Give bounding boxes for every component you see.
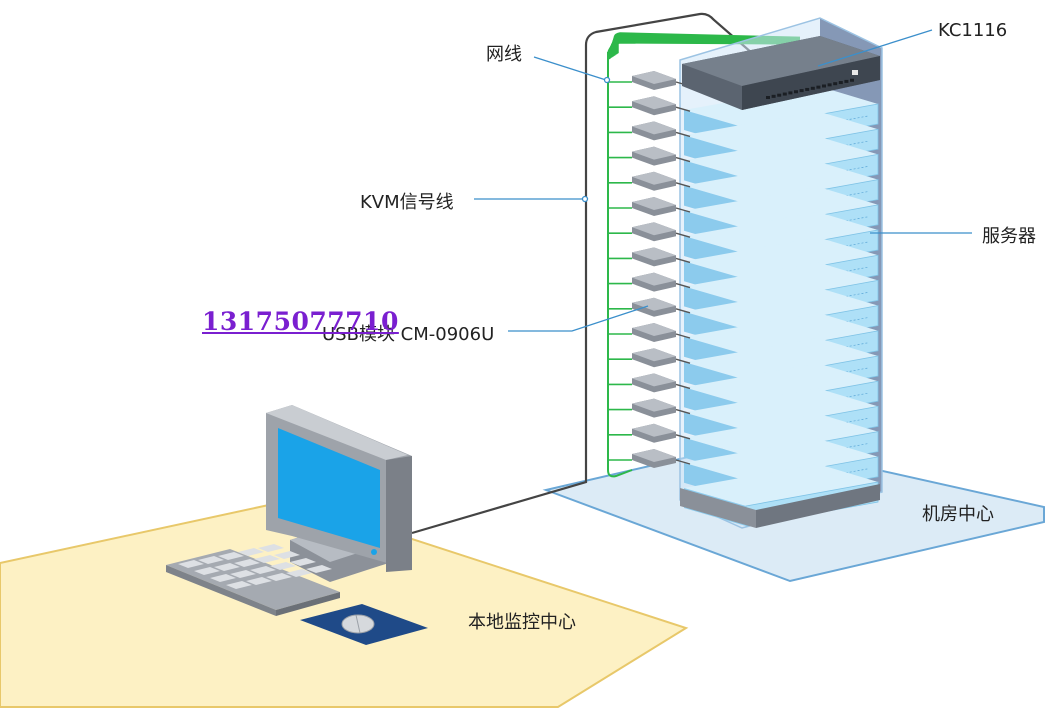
local-monitor-floor (0, 498, 689, 708)
network-cable-vertical (607, 52, 633, 478)
label-kc1116: KC1116 (938, 20, 1008, 41)
leader-usb-module (508, 305, 649, 332)
usb-module (608, 247, 691, 267)
usb-module (608, 323, 691, 342)
watermark-phone-number: 13175077710 (202, 307, 399, 336)
usb-module (608, 348, 691, 368)
usb-module (608, 423, 691, 443)
kvm-signal-cable (411, 12, 761, 535)
kc1116-switch (682, 36, 880, 110)
label-local-monitor: 本地监控中心 (468, 612, 576, 633)
network-cable-bundle (607, 32, 801, 60)
label-usb-module: USB模块 CM-0906U (322, 324, 495, 345)
usb-module (608, 373, 691, 393)
server-stack (684, 86, 879, 527)
usb-module (608, 222, 691, 242)
usb-module-stack (608, 71, 691, 468)
keyboard (166, 544, 340, 616)
usb-module (608, 146, 691, 166)
leader-kc1116 (817, 29, 933, 67)
leader-network-cable (533, 56, 607, 81)
mouse (341, 614, 375, 634)
label-network-cable: 网线 (486, 44, 522, 65)
monitor-screen (278, 428, 380, 548)
usb-module (608, 197, 691, 216)
monitor-power-led (371, 549, 377, 555)
usb-module (608, 272, 691, 292)
usb-module (608, 449, 691, 468)
usb-module (608, 71, 691, 90)
usb-module (608, 96, 691, 116)
label-servers: 服务器 (982, 226, 1036, 247)
usb-module (608, 171, 691, 191)
label-machine-room: 机房中心 (922, 504, 994, 525)
rack-base (756, 484, 880, 528)
usb-module (608, 297, 691, 317)
usb-module (608, 398, 691, 418)
leader-lines (474, 29, 972, 332)
label-kvm-signal-cable: KVM信号线 (360, 192, 454, 213)
rack-base-front (680, 488, 756, 528)
usb-module (608, 121, 691, 141)
